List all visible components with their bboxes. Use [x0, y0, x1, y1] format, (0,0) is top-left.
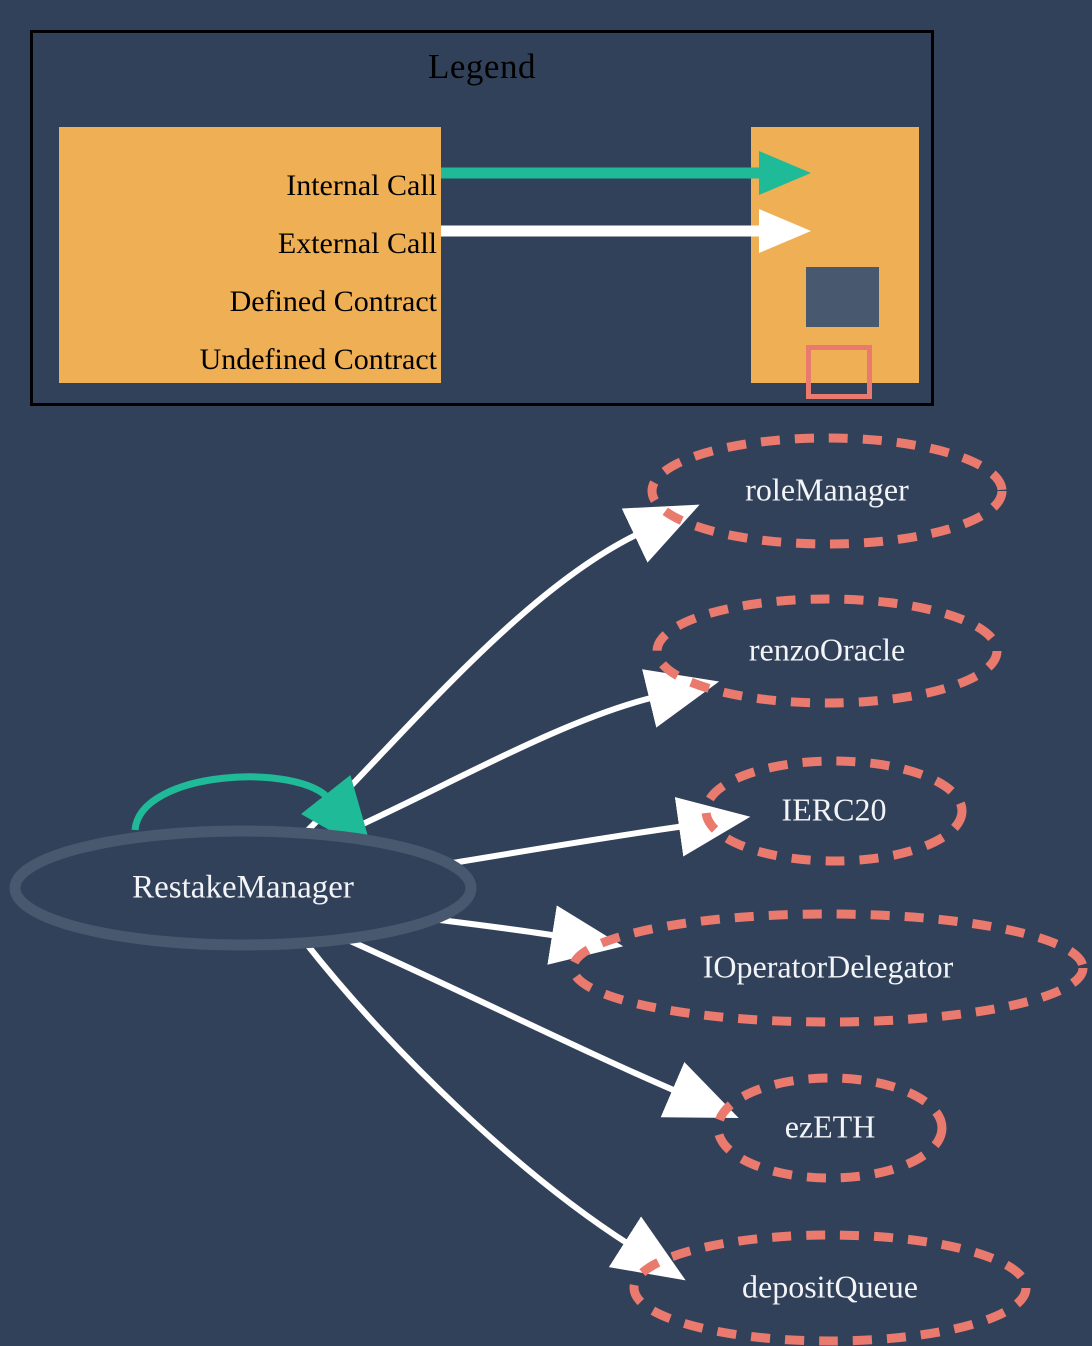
node-restakemanager-label: RestakeManager: [132, 870, 354, 906]
nodes-layer: RestakeManager roleManager renzoOracle I…: [9, 433, 1088, 1346]
legend-label-defined-contract: Defined Contract: [229, 285, 437, 318]
edge-restakemanager-to-ierc20: [451, 797, 751, 866]
node-depositqueue-shape[interactable]: [629, 1230, 1031, 1346]
edge-restakemanager-to-ezeth: [346, 937, 739, 1119]
legend-box: Legend Internal Call External Call Defin…: [30, 30, 934, 406]
node-ierc20-label: IERC20: [782, 791, 887, 827]
edge-restakemanager-to-ioperatordelegator: [439, 905, 624, 965]
node-ierc20-shape[interactable]: [701, 756, 967, 866]
edges-layer: [131, 504, 751, 1281]
node-ioperatordelegator-shape[interactable]: [568, 909, 1088, 1027]
edge-restakemanager-to-depositqueue: [302, 940, 686, 1281]
node-renzooracle-label: renzoOracle: [749, 631, 905, 667]
node-ezeth-label: ezETH: [785, 1108, 876, 1144]
edge-restakemanager-self-loop: [131, 773, 374, 855]
node-depositqueue[interactable]: depositQueue: [629, 1230, 1031, 1346]
legend-label-external-call: External Call: [277, 227, 437, 260]
defined-contract-swatch: [806, 267, 879, 327]
node-ezeth-shape[interactable]: [713, 1073, 947, 1183]
legend-label-undefined-contract: Undefined Contract: [199, 343, 437, 376]
node-ezeth[interactable]: ezETH: [713, 1073, 947, 1183]
node-ioperatordelegator-label: IOperatorDelegator: [703, 948, 954, 984]
node-rolemanager-label: roleManager: [745, 471, 909, 507]
node-ierc20[interactable]: IERC20: [701, 756, 967, 866]
node-renzooracle[interactable]: renzoOracle: [652, 594, 1002, 708]
node-renzooracle-shape[interactable]: [652, 594, 1002, 708]
legend-title: Legend: [428, 47, 536, 86]
node-ioperatordelegator[interactable]: IOperatorDelegator: [568, 909, 1088, 1027]
node-depositqueue-label: depositQueue: [742, 1268, 918, 1304]
edge-restakemanager-to-rolemanager: [297, 504, 700, 841]
node-restakemanager-shape[interactable]: [9, 825, 477, 951]
node-rolemanager[interactable]: roleManager: [647, 433, 1007, 549]
legend-left-panel: Internal Call External Call Defined Cont…: [59, 127, 441, 383]
node-rolemanager-shape[interactable]: [647, 433, 1007, 549]
legend-label-internal-call: Internal Call: [286, 169, 437, 202]
edge-restakemanager-to-renzooracle: [341, 669, 720, 836]
undefined-contract-swatch: [806, 345, 872, 399]
node-restakemanager[interactable]: RestakeManager: [9, 825, 477, 951]
